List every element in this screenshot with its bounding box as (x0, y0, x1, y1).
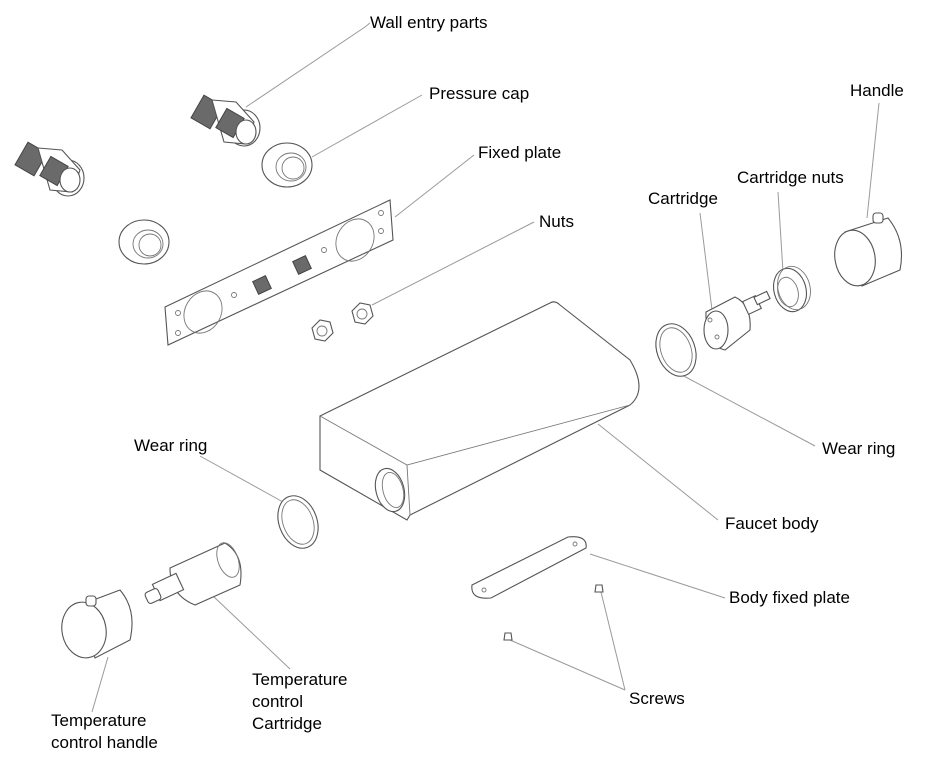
label-cartridge: Cartridge (648, 189, 718, 208)
wear-ring-left (277, 495, 319, 549)
label-temp-control-cartridge-line2: control (252, 692, 304, 711)
leader-lines (91, 22, 880, 713)
cartridge-nut (772, 265, 811, 313)
label-temp-control-handle-line2: control handle (51, 733, 158, 752)
label-nuts: Nuts (539, 212, 574, 231)
screws (503, 584, 604, 641)
label-wall-entry-parts: Wall entry parts (370, 13, 488, 32)
leader-cartridge-nuts (777, 191, 784, 273)
leader-temp-cartridge (212, 595, 291, 670)
label-wear-ring-left: Wear ring (134, 436, 208, 455)
leader-pressure-cap (311, 94, 423, 158)
leader-wear-ring-left (199, 455, 284, 503)
temperature-control-handle (61, 589, 133, 659)
leader-handle (866, 102, 880, 219)
label-screws: Screws (629, 689, 685, 708)
cartridge (703, 290, 771, 351)
label-cartridge-nuts: Cartridge nuts (737, 168, 844, 187)
wear-ring-right (655, 323, 697, 377)
pressure-cap-upper (261, 142, 313, 188)
body-fixed-plate (471, 536, 587, 599)
leader-cartridge (699, 212, 713, 311)
leader-wall-entry (245, 22, 371, 108)
label-wear-ring-right: Wear ring (822, 439, 896, 458)
temperature-control-cartridge (144, 542, 242, 606)
leader-body-fixed-plate (589, 553, 726, 599)
leader-fixed-plate (394, 154, 475, 218)
label-fixed-plate: Fixed plate (478, 143, 562, 162)
label-pressure-cap: Pressure cap (429, 84, 530, 103)
leader-temp-handle (91, 656, 109, 713)
label-body-fixed-plate: Body fixed plate (729, 588, 850, 607)
label-faucet-body: Faucet body (725, 514, 819, 533)
leader-faucet-body (597, 423, 719, 521)
pressure-cap-lower (118, 219, 170, 265)
nuts (311, 302, 374, 342)
wall-entry-part-left (14, 141, 85, 197)
leader-wear-ring-right (679, 373, 816, 447)
handle (834, 212, 903, 287)
label-handle: Handle (850, 81, 904, 100)
faucet-body (319, 301, 640, 521)
label-temp-control-cartridge-line3: Cartridge (252, 714, 322, 733)
leader-nuts (371, 221, 535, 306)
label-temp-control-handle-line1: Temperature (51, 711, 147, 730)
label-temp-control-cartridge-line1: Temperature (252, 670, 348, 689)
wall-entry-part-right (190, 94, 261, 147)
fixed-plate (164, 199, 394, 346)
leader-screw-2 (600, 591, 626, 691)
leader-screw-1 (509, 639, 626, 691)
